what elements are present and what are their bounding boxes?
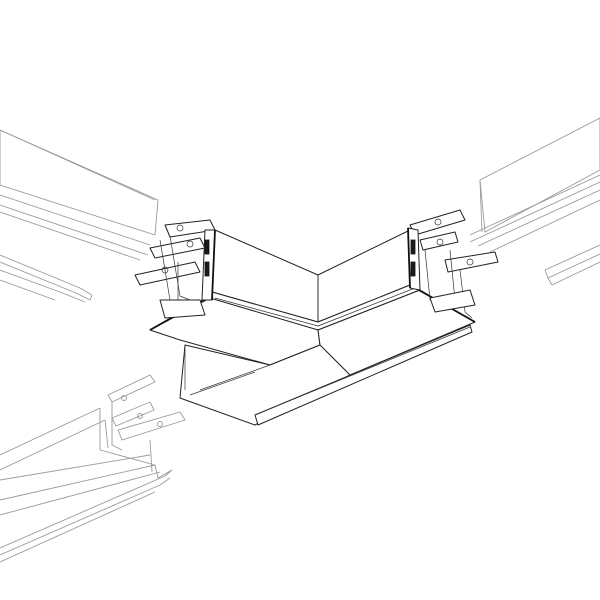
profile-front-edge-1 xyxy=(0,407,101,456)
connector-lower-strip-edge xyxy=(261,326,471,413)
left-bracket-hole-1 xyxy=(176,224,184,232)
profile-front-wall xyxy=(99,408,156,466)
front-clip-3 xyxy=(117,411,186,441)
connector-ledge-line xyxy=(214,287,416,327)
right-bracket-rail-3 xyxy=(459,269,473,319)
profile-right-flange-1 xyxy=(544,244,600,271)
right-bracket-post-edge xyxy=(407,227,411,289)
profile-left xyxy=(0,129,159,303)
front-clip-hole-2 xyxy=(137,413,143,419)
profile-front xyxy=(0,374,186,563)
profile-front-edge-4 xyxy=(0,464,156,501)
profile-left-under xyxy=(0,279,56,301)
right-bracket-slot-1 xyxy=(410,239,416,255)
left-bracket-rail-2 xyxy=(169,235,191,301)
profile-front-end xyxy=(154,464,173,479)
profile-right-edge-4 xyxy=(477,189,600,247)
profile-right xyxy=(469,117,600,286)
profile-left-flange-2 xyxy=(0,261,91,301)
left-bracket-plate-mid xyxy=(149,237,206,259)
left-bracket xyxy=(134,219,216,319)
front-clip-2 xyxy=(111,401,155,427)
profile-left-edge-4 xyxy=(0,211,141,261)
left-bracket-foot xyxy=(159,299,206,319)
front-clip-hole-1 xyxy=(121,395,127,401)
front-clip-post-2 xyxy=(149,439,153,473)
profile-right-flange-2 xyxy=(547,253,600,279)
profile-left-lip xyxy=(89,294,93,301)
connector-drop-line-2 xyxy=(199,364,271,391)
profile-left-flange-3 xyxy=(0,269,86,303)
profile-front-wall-2 xyxy=(104,419,109,449)
right-bracket-plate-mid xyxy=(419,231,459,251)
profile-right-flange-3 xyxy=(551,261,600,286)
left-bracket-slot-1 xyxy=(204,239,210,255)
profile-left-edge-3 xyxy=(0,204,149,256)
right-bracket-hole-1 xyxy=(434,218,442,226)
right-bracket-plate-low xyxy=(444,251,499,273)
connector-drop-line-4 xyxy=(319,344,351,376)
profile-front-flange-3 xyxy=(0,491,156,563)
connector-drop-line-3 xyxy=(189,371,256,396)
profile-right-edge-3 xyxy=(469,181,600,243)
corner-connector xyxy=(134,209,499,426)
profile-right-edge-5 xyxy=(489,199,600,253)
profile-left-edge-2 xyxy=(0,194,151,246)
left-bracket-hole-2 xyxy=(186,240,194,248)
left-bracket-plate-low xyxy=(134,261,201,286)
left-bracket-post-edge xyxy=(211,229,216,301)
left-bracket-slot-2 xyxy=(204,261,210,277)
profile-left-flange-1 xyxy=(0,254,93,296)
profile-front-edge-5 xyxy=(0,471,161,516)
profile-right-edge-1 xyxy=(479,179,483,233)
profile-left-top-face xyxy=(0,129,159,236)
right-bracket xyxy=(407,209,499,319)
right-bracket-hole-3 xyxy=(466,258,474,266)
profile-front-flange-1 xyxy=(0,469,173,549)
right-bracket-slot-2 xyxy=(410,261,416,277)
profile-front-flange-2 xyxy=(0,477,171,556)
profile-front-edge-3 xyxy=(0,454,151,481)
right-bracket-foot xyxy=(429,289,476,313)
profile-right-top-face xyxy=(479,117,600,233)
profile-front-edge-2 xyxy=(0,419,106,471)
right-bracket-hole-2 xyxy=(436,238,444,246)
front-clip-hole-3 xyxy=(157,421,163,427)
front-clip-post xyxy=(111,402,123,451)
connector-lower-strip xyxy=(254,324,473,426)
profile-right-lip xyxy=(544,269,553,286)
front-clip-1 xyxy=(107,374,156,403)
profile-right-edge-2 xyxy=(469,174,600,236)
left-bracket-hole-3 xyxy=(161,266,169,274)
profile-left-edge-1 xyxy=(0,129,156,201)
